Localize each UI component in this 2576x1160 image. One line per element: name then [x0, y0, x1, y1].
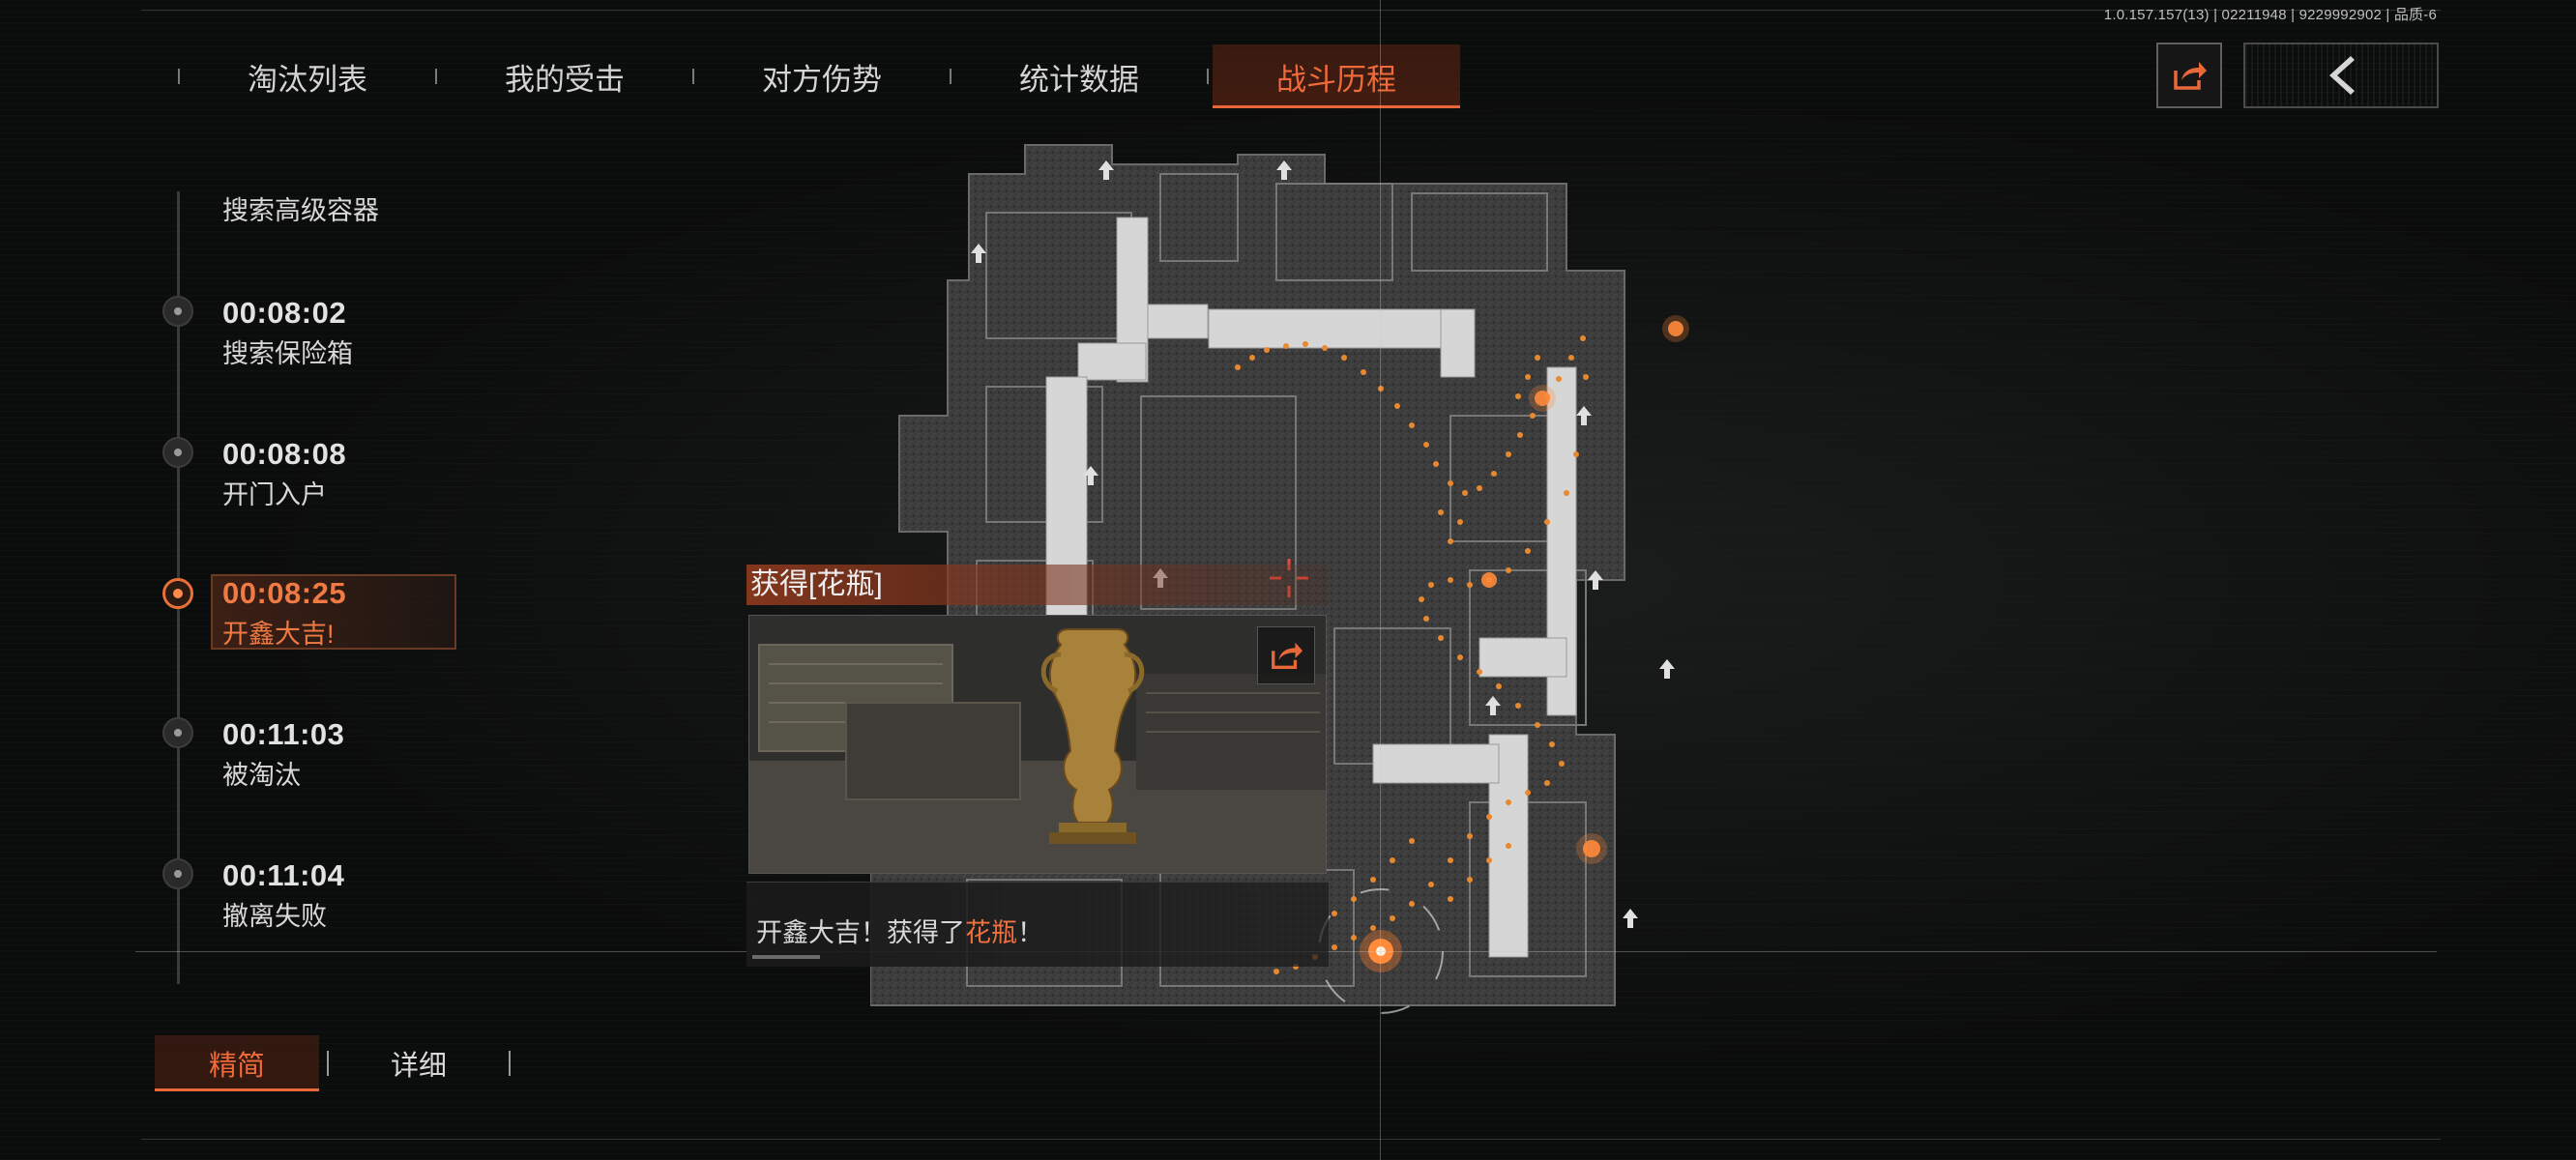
- tab-label: 统计数据: [1019, 62, 1139, 97]
- timeline-dot: [162, 858, 193, 889]
- timeline-label: 开鑫大吉!: [222, 620, 335, 649]
- tab-bar: 淘汰列表 我的受击 对方伤势 统计数据 战斗历程: [174, 44, 1460, 108]
- popup-caption-text: 开鑫大吉！获得了花瓶！: [756, 912, 1043, 949]
- timeline-item[interactable]: 00:08:08 开门入户: [162, 437, 569, 510]
- timeline-label: 搜索高级容器: [222, 196, 379, 225]
- tab-elimination-list[interactable]: 淘汰列表: [184, 44, 431, 108]
- frame-top-line: [141, 10, 2441, 11]
- timeline-label: 搜索保险箱: [222, 339, 353, 368]
- version-info: 1.0.157.157(13) | 02211948 | 9229992902 …: [2103, 7, 2437, 23]
- timeline-time: 00:11:03: [222, 717, 345, 751]
- tab-enemy-injuries[interactable]: 对方伤势: [698, 44, 946, 108]
- frame-bottom-line: [141, 1139, 2441, 1140]
- tab-label: 我的受击: [505, 62, 625, 97]
- caption-suffix: ！: [1017, 918, 1043, 947]
- popup-share-button[interactable]: [1257, 626, 1315, 684]
- timeline-dot: [162, 717, 193, 748]
- timeline-item[interactable]: 搜索高级容器: [162, 189, 569, 228]
- mode-separator: [509, 1051, 511, 1076]
- tab-separator: [692, 69, 694, 84]
- back-button[interactable]: [2243, 43, 2439, 108]
- timeline-time: 00:11:04: [222, 858, 345, 892]
- timeline-selection-highlight: [211, 574, 456, 650]
- crosshair-vertical: [1380, 0, 1381, 1160]
- chevron-left-icon: [2329, 56, 2355, 95]
- tab-separator: [178, 69, 180, 84]
- mode-separator: [327, 1051, 329, 1076]
- timeline-dot: [162, 437, 193, 468]
- timeline-time: 00:08:08: [222, 437, 347, 471]
- timeline-item-selected[interactable]: 00:08:25 开鑫大吉!: [162, 574, 569, 652]
- caption-item-name: 花瓶: [965, 918, 1017, 947]
- popup-title: 获得[花瓶]: [746, 565, 1329, 605]
- timeline-label: 开门入户: [222, 480, 327, 509]
- timeline-dot: [162, 296, 193, 327]
- item-popup: 获得[花瓶]: [746, 565, 1329, 982]
- vase-scene: [749, 616, 1326, 873]
- timeline-time: 00:08:25: [222, 576, 347, 610]
- tab-separator: [1207, 69, 1209, 84]
- mode-simple-button[interactable]: 精简: [155, 1035, 319, 1091]
- vase-image: [748, 615, 1327, 874]
- tab-separator: [950, 69, 951, 84]
- timeline-item[interactable]: 00:11:03 被淘汰: [162, 717, 569, 791]
- tab-separator: [435, 69, 437, 84]
- caption-prefix: 开鑫大吉！获得了: [756, 918, 965, 947]
- tab-label: 战斗历程: [1276, 62, 1396, 97]
- share-button[interactable]: [2156, 43, 2222, 108]
- timeline-label: 被淘汰: [222, 761, 301, 790]
- mode-detailed-button[interactable]: 详细: [390, 1051, 447, 1082]
- timeline-time: 00:08:02: [222, 296, 347, 330]
- mode-toggle: 精简 详细: [155, 1034, 518, 1092]
- timeline-item[interactable]: 00:08:02 搜索保险箱: [162, 296, 569, 369]
- timeline-dot-active: [162, 578, 193, 609]
- tab-label: 淘汰列表: [248, 62, 367, 97]
- timeline-item[interactable]: 00:11:04 撤离失败: [162, 858, 569, 932]
- tab-my-hits[interactable]: 我的受击: [441, 44, 688, 108]
- share-icon: [2174, 62, 2207, 90]
- tab-label: 对方伤势: [762, 62, 882, 97]
- tab-statistics[interactable]: 统计数据: [955, 44, 1203, 108]
- timeline-label: 撤离失败: [222, 902, 327, 931]
- tab-battle-history[interactable]: 战斗历程: [1213, 44, 1460, 108]
- caption-progress-bar: [752, 955, 820, 959]
- popup-caption: 开鑫大吉！获得了花瓶！: [746, 882, 1329, 967]
- share-icon: [1272, 642, 1303, 669]
